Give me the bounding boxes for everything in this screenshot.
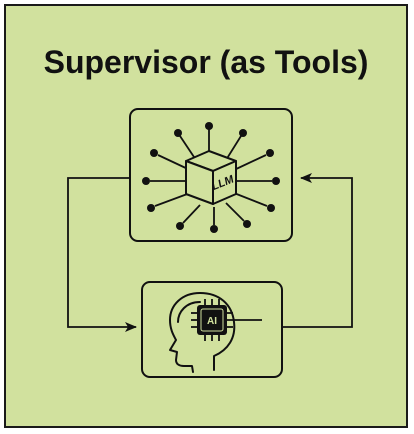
llm-node: LLM bbox=[129, 108, 293, 242]
network-cube-icon: LLM bbox=[142, 122, 280, 233]
connector-agent-to-llm bbox=[282, 173, 353, 328]
diagram-title: Supervisor (as Tools) bbox=[43, 44, 369, 80]
connector-llm-to-agent bbox=[67, 177, 137, 332]
ai-chip-label: AI bbox=[207, 316, 217, 327]
ai-head-chip-icon: AI bbox=[169, 292, 262, 373]
agent-node: AI bbox=[141, 281, 283, 378]
